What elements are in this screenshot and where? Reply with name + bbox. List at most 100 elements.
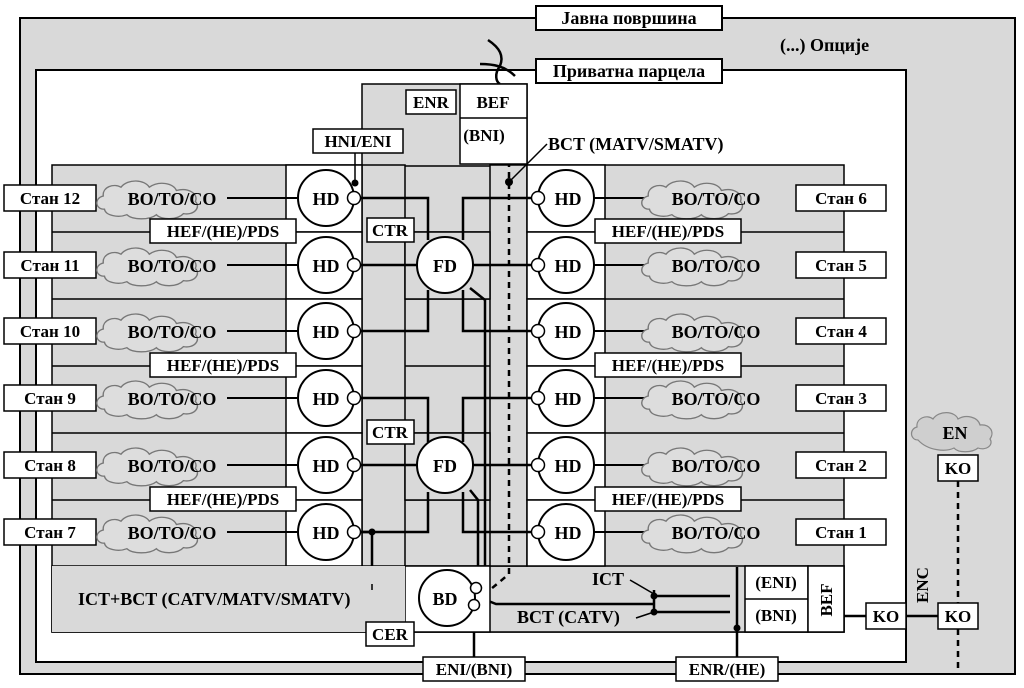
- right-apartment-label: Стан 2: [815, 456, 867, 475]
- left-apartment-label-box: [3, 384, 97, 412]
- enr-box: [405, 89, 457, 115]
- enc-label: ENC: [913, 567, 932, 603]
- right-apartment-1: Стан 1 BO/TO/CO HD: [530, 503, 887, 561]
- hni-eni-box: [312, 128, 404, 154]
- cloud-icon: [641, 447, 744, 487]
- cloud-icon: [641, 514, 744, 554]
- hd-port: [530, 190, 546, 206]
- left-apartment-label: Стан 8: [24, 456, 76, 475]
- eni-bni-bottom-box: [422, 656, 526, 682]
- bni-label-top: (BNI): [463, 126, 505, 145]
- right-apartments: Стан 6 BO/TO/CO HD Стан 5 BO/TO/CO HD Ст…: [530, 169, 887, 561]
- left-apartment-7: Стан 7 BO/TO/CO HD: [3, 503, 362, 561]
- eni-bni-bottom-label: ENI/(BNI): [436, 660, 513, 679]
- en-label: EN: [942, 423, 967, 443]
- right-apartment-label-box: [795, 251, 887, 279]
- hd-label: HD: [555, 389, 582, 409]
- bct-catv-leader: [635, 611, 655, 619]
- hd-label: HD: [313, 523, 340, 543]
- hd-port: [530, 323, 546, 339]
- hd-port: [346, 190, 362, 206]
- left-apartment-label-box: [3, 317, 97, 345]
- cloud-icon: [96, 447, 199, 487]
- bd-port-lower: [467, 598, 481, 612]
- ict-bct-box: [52, 566, 405, 632]
- fd-circle-lower: [416, 436, 474, 494]
- right-apartment-label: Стан 3: [815, 389, 867, 408]
- cables: [360, 196, 938, 660]
- left-apartment-8: Стан 8 BO/TO/CO HD: [3, 436, 362, 494]
- eni-label: (ENI): [755, 573, 797, 592]
- hef-label: HEF/(HE)/PDS: [612, 222, 724, 241]
- cloud-label: BO/TO/CO: [672, 389, 761, 409]
- right-apartment-3: Стан 3 BO/TO/CO HD: [530, 369, 887, 427]
- bef-label-bottom: BEF: [817, 583, 836, 616]
- cloud-icon: [96, 313, 199, 353]
- hd-port: [346, 257, 362, 273]
- cloud-label: BO/TO/CO: [128, 523, 217, 543]
- cloud-label: BO/TO/CO: [672, 189, 761, 209]
- cloud-label: BO/TO/CO: [672, 322, 761, 342]
- public-area-label-box: [535, 5, 723, 31]
- left-apartment-label: Стан 7: [24, 523, 76, 542]
- ctr-box-upper: [366, 217, 415, 243]
- bd-circle: [418, 569, 476, 627]
- left-apartment-10: Стан 10 BO/TO/CO HD: [3, 302, 362, 360]
- bct-dotted-cable: [484, 150, 511, 595]
- cloud-icon: [96, 247, 199, 287]
- cer-label: CER: [372, 625, 409, 644]
- hd-label: HD: [555, 456, 582, 476]
- bct-matv-leader: [510, 143, 548, 181]
- cloud-icon: [641, 247, 744, 287]
- ict-bct-label: ICT+BCT (CATV/MATV/SMATV): [78, 589, 350, 610]
- hd-port: [346, 524, 362, 540]
- bef-box-bottom: [807, 565, 845, 633]
- cloud-label: BO/TO/CO: [672, 456, 761, 476]
- ict-label: ICT: [592, 569, 624, 589]
- left-apartment-label-box: [3, 251, 97, 279]
- hd-port: [530, 257, 546, 273]
- bd-port-upper: [469, 581, 483, 595]
- hd-label: HD: [555, 322, 582, 342]
- right-apartment-label: Стан 4: [815, 322, 867, 341]
- left-apartment-label-box: [3, 451, 97, 479]
- hd-label: HD: [313, 256, 340, 276]
- hd-label: HD: [313, 322, 340, 342]
- right-apartment-label-box: [795, 317, 887, 345]
- hef-box: [594, 218, 742, 244]
- cloud-label: BO/TO/CO: [128, 389, 217, 409]
- ko-label-left: KO: [873, 607, 899, 626]
- hef-box: [149, 352, 297, 378]
- bef-label-top: BEF: [476, 93, 509, 112]
- left-apartment-label-box: [3, 518, 97, 546]
- en-cloud-icon: [910, 412, 993, 453]
- left-apartment-label: Стан 11: [20, 256, 79, 275]
- cloud-label: BO/TO/CO: [128, 456, 217, 476]
- hef-box: [594, 486, 742, 512]
- hef-label: HEF/(HE)/PDS: [612, 356, 724, 375]
- ctr-label-lower: CTR: [372, 423, 409, 442]
- hd-port: [530, 457, 546, 473]
- bd-label: BD: [432, 589, 457, 609]
- hef-box: [149, 486, 297, 512]
- bni-label-bottom: (BNI): [755, 606, 797, 625]
- right-apartment-label: Стан 5: [815, 256, 867, 275]
- left-apartment-label-box: [3, 184, 97, 212]
- enr-he-box: [675, 656, 779, 682]
- left-apartment-11: Стан 11 BO/TO/CO HD: [3, 236, 362, 294]
- hd-label: HD: [555, 523, 582, 543]
- left-apartment-label: Стан 10: [20, 322, 80, 341]
- public-area-label: Јавна површина: [561, 8, 696, 28]
- cloud-icon: [96, 514, 199, 554]
- ko-label-right: KO: [945, 607, 971, 626]
- fd-circle-upper: [416, 236, 474, 294]
- right-apartment-label: Стан 1: [815, 523, 867, 542]
- cloud-icon: [96, 180, 199, 220]
- left-apartment-label: Стан 12: [20, 189, 80, 208]
- cloud-label: BO/TO/CO: [128, 256, 217, 276]
- left-apartment-12: Стан 12 BO/TO/CO HD: [3, 169, 362, 227]
- hd-label: HD: [313, 456, 340, 476]
- right-apartment-2: Стан 2 BO/TO/CO HD: [530, 436, 887, 494]
- ctr-box-lower: [366, 419, 415, 445]
- bct-catv-label: BCT (CATV): [517, 607, 620, 628]
